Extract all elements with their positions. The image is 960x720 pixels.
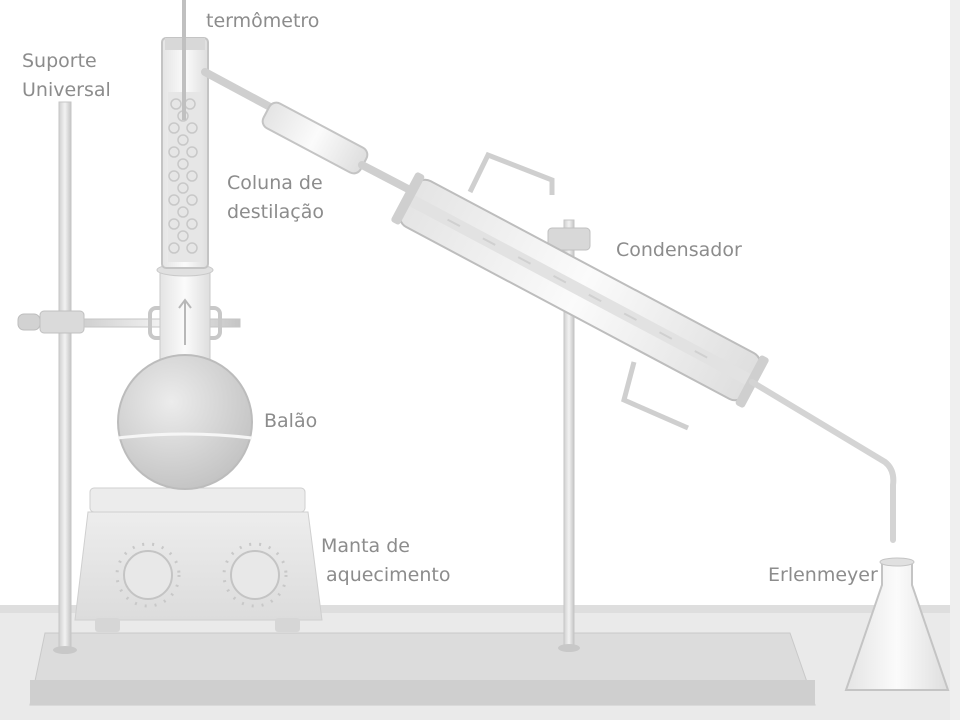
label-mantle-line2: aquecimento [326,564,450,586]
label-mantle-line1: Manta de [321,535,410,557]
label-stand-line2: Universal [22,79,111,101]
distillation-column [161,37,209,269]
condenser-support-rod [547,219,591,652]
heating-mantle [74,487,323,632]
label-erlenmeyer: Erlenmeyer [768,564,878,586]
label-column-line1: Coluna de [227,172,323,194]
label-condenser: Condensador [616,239,742,261]
stand-base [29,632,816,706]
label-stand-line1: Suporte [22,50,97,72]
label-column-line2: destilação [227,201,324,223]
knob-left [123,550,173,600]
round-bottom-flask [117,263,253,490]
thermometer [182,0,186,120]
erlenmeyer-flask [844,557,950,691]
knob-right [230,550,280,600]
universal-support-rod [53,101,77,654]
vapor-side-arm [201,68,414,194]
label-thermometer: termômetro [206,10,319,32]
condenser [391,151,897,543]
label-flask: Balão [264,410,317,432]
